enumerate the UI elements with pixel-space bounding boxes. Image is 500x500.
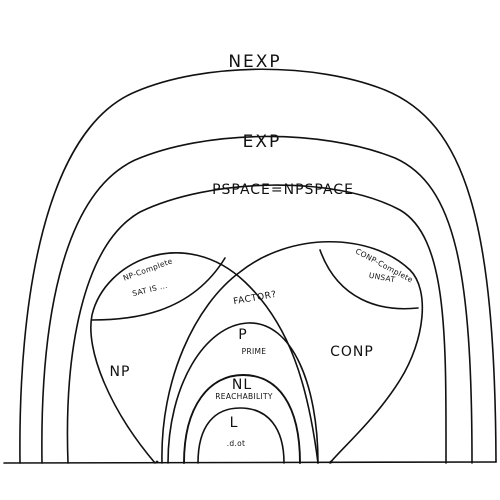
exp-boundary (41, 135, 473, 464)
nl-label: NL (232, 377, 252, 393)
nexp-boundary (19, 68, 497, 464)
baseline (3, 461, 497, 464)
conp-label: CONP (330, 344, 374, 360)
np-complete-example: SAT IS ... (131, 281, 168, 298)
np-label: NP (110, 364, 131, 380)
pspace-boundary (66, 184, 447, 464)
np-boundary (90, 252, 319, 464)
prime-label: PRIME (242, 347, 267, 356)
np-complete-boundary (91, 257, 226, 321)
nexp-label: NEXP (228, 52, 281, 72)
p-boundary (167, 322, 319, 464)
np-complete-title: NP-Complete (122, 256, 174, 282)
baseline-mark (155, 460, 159, 464)
pspace-label: PSPACE=NPSPACE (212, 182, 354, 198)
conp-complete-boundary (319, 249, 419, 310)
exp-label: EXP (243, 132, 282, 152)
nl-boundary (183, 374, 301, 464)
reachability-label: REACHABILITY (215, 392, 273, 401)
l-example-label: .d.ot (227, 439, 246, 448)
p-label: P (238, 327, 247, 343)
l-boundary (197, 407, 285, 464)
conp-boundary (161, 241, 424, 464)
baseline-mark (329, 460, 333, 464)
l-label: L (230, 415, 239, 431)
